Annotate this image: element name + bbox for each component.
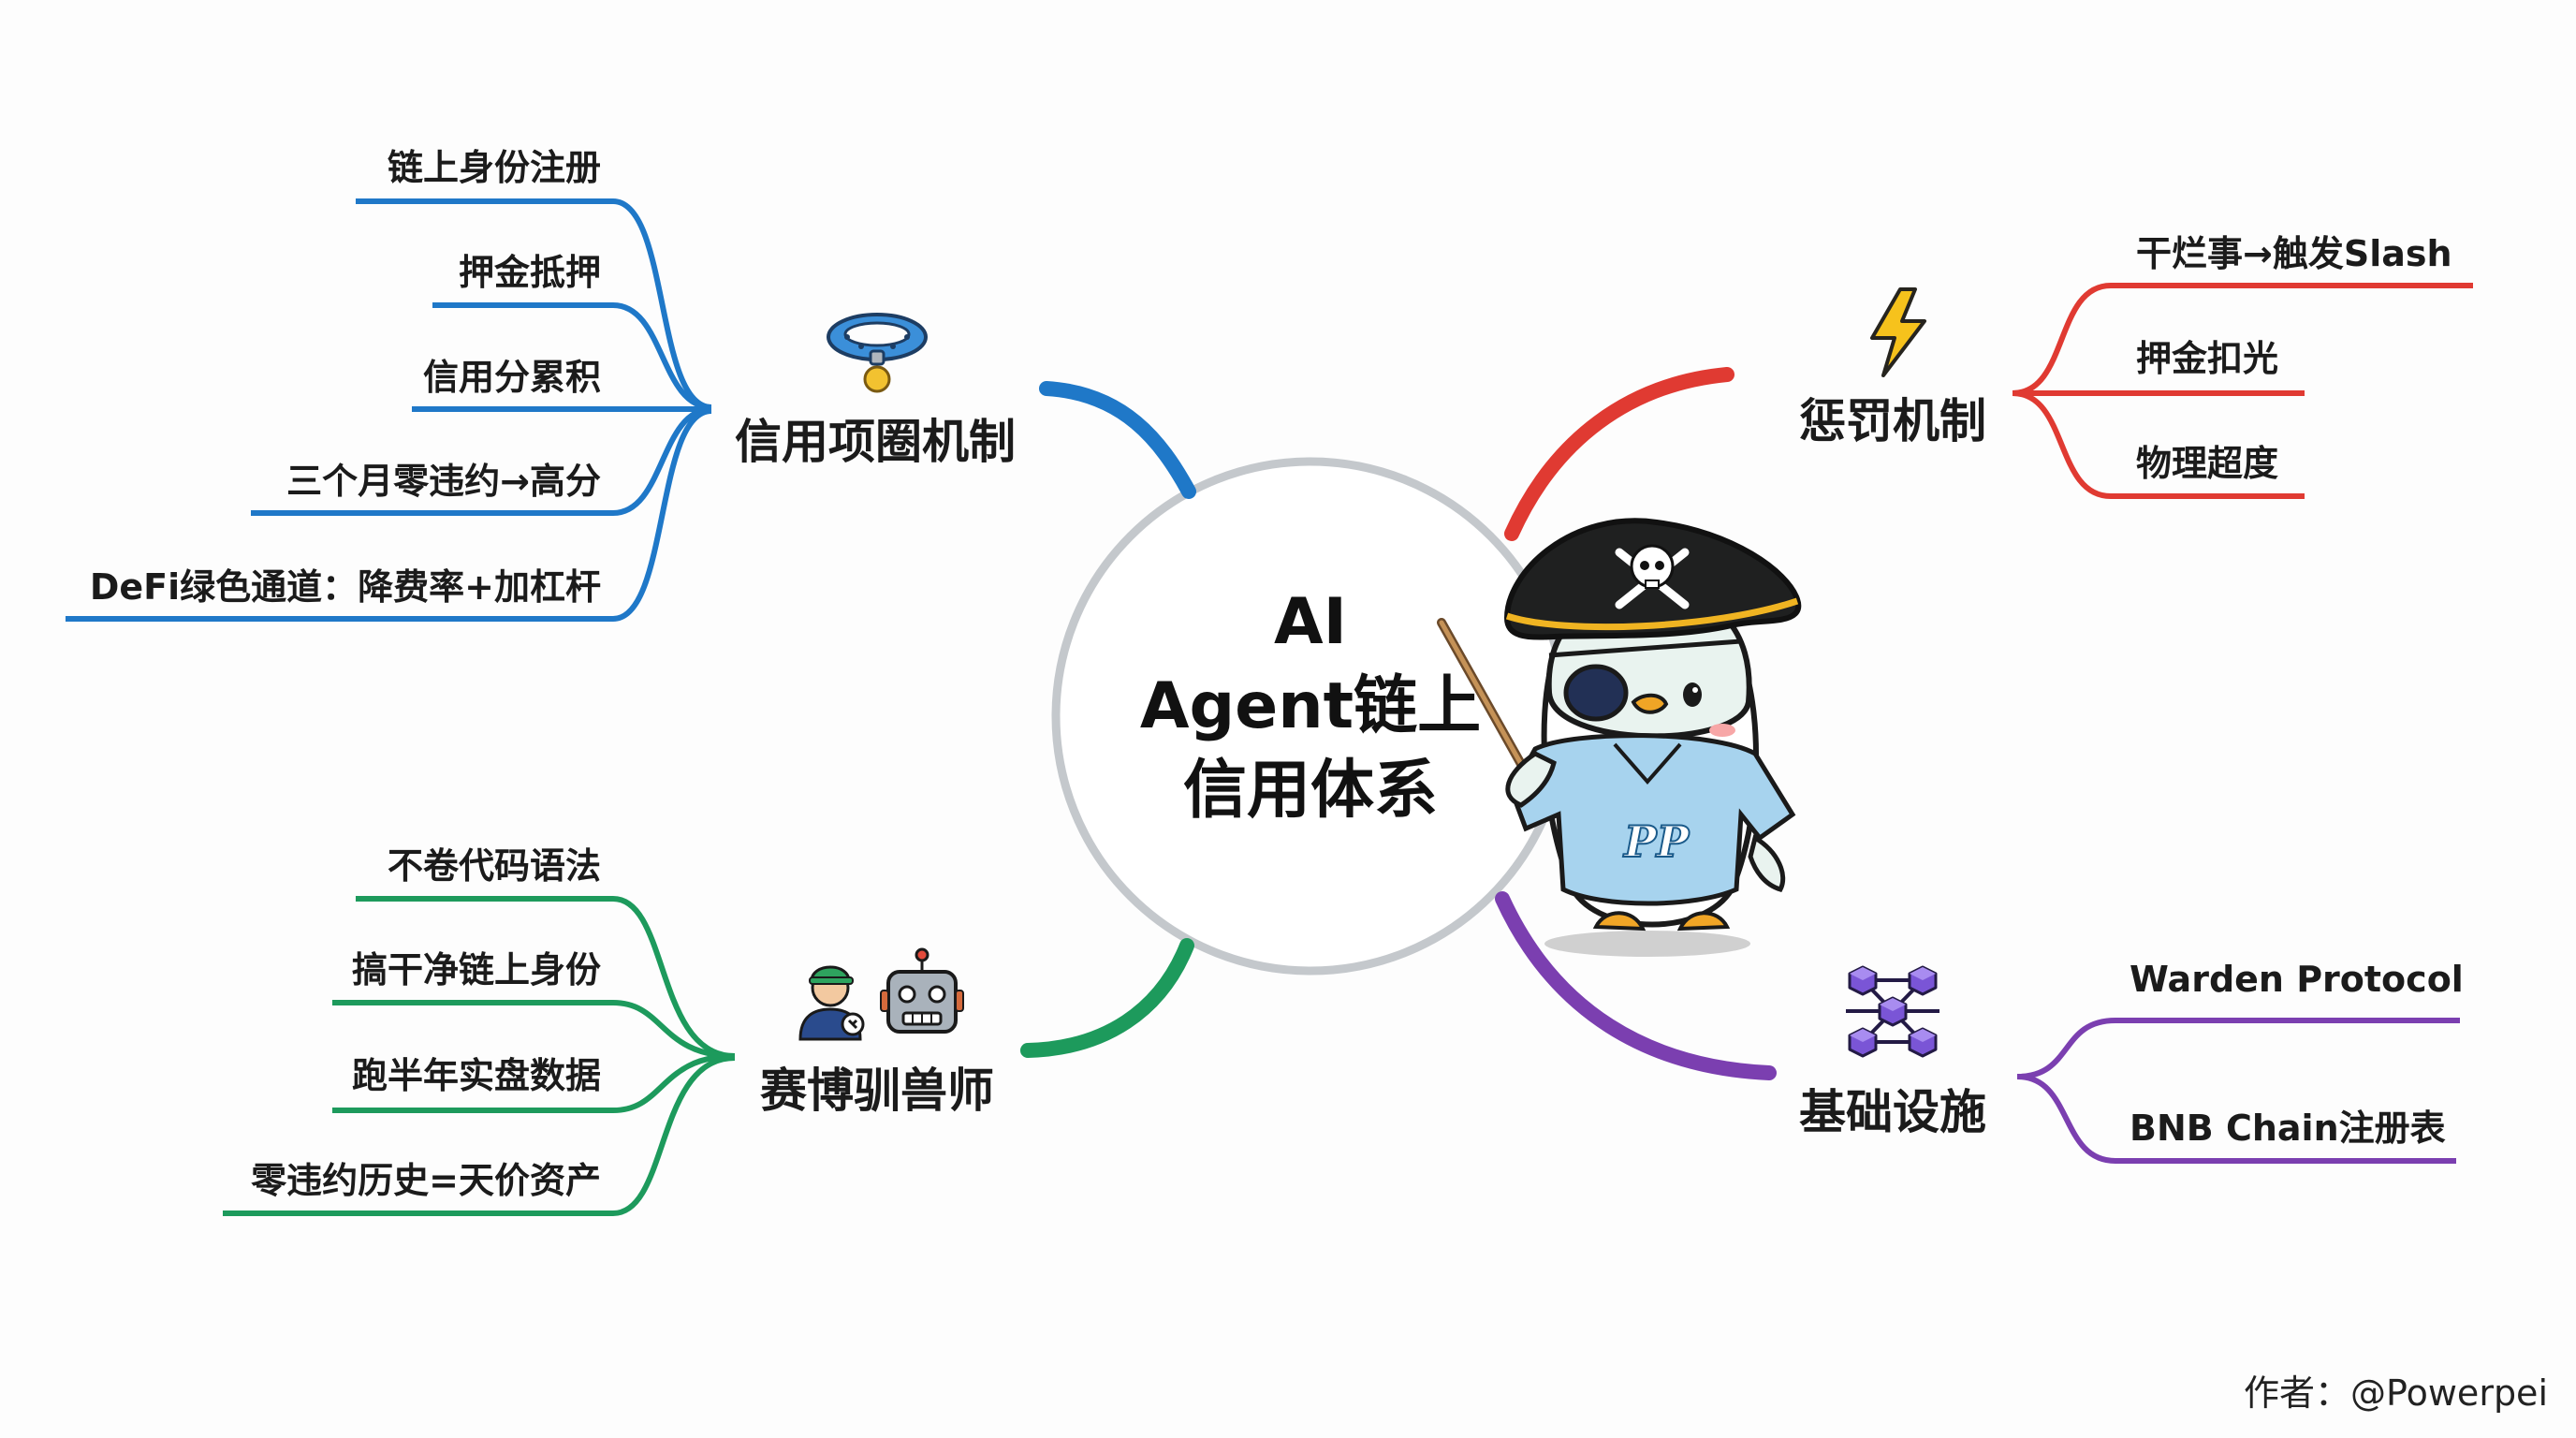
branch-curve-penalty xyxy=(1504,367,1734,541)
robot-icon xyxy=(880,947,964,1034)
collar-item-1: 链上身份注册 xyxy=(387,147,601,188)
penalty-item-2: 押金扣光 xyxy=(2136,338,2279,379)
infra-item-2: BNB Chain注册表 xyxy=(2130,1108,2446,1149)
tamer-item-3: 跑半年实盘数据 xyxy=(351,1055,601,1096)
branch-curve-collar xyxy=(1039,381,1196,499)
author-credit: 作者：@Powerpei xyxy=(2244,1372,2548,1414)
infra-item-1: Warden Protocol xyxy=(2130,959,2464,1000)
branch-curve-infra xyxy=(1495,891,1777,1080)
tamer-person-icon xyxy=(798,965,865,1041)
tamer-item-1: 不卷代码语法 xyxy=(387,845,601,887)
collar-item-2: 押金抵押 xyxy=(458,252,601,293)
branch-title-infra: 基础设施 xyxy=(1799,1085,1986,1139)
penalty-item-3: 物理超度 xyxy=(2136,443,2279,484)
collar-leaf-connectors xyxy=(66,198,712,622)
shirt-logo-text: PP xyxy=(1622,816,1690,867)
collar-item-4: 三个月零违约→高分 xyxy=(286,461,601,502)
collar-item-5: DeFi绿色通道：降费率+加杠杆 xyxy=(89,566,601,608)
penalty-leaf-connectors xyxy=(2012,283,2473,499)
tamer-item-4: 零违约历史=天价资产 xyxy=(251,1160,601,1201)
center-title: AI Agent链上 信用体系 xyxy=(1095,580,1526,833)
branch-title-penalty: 惩罚机制 xyxy=(1799,394,1986,448)
skull-crossbones-icon xyxy=(1615,544,1690,609)
center-title-line-3: 信用体系 xyxy=(1182,754,1438,828)
collar-item-3: 信用分累积 xyxy=(422,357,601,398)
center-title-line-1: AI xyxy=(1274,585,1347,659)
infra-leaf-connectors xyxy=(2016,1018,2460,1164)
center-title-line-2: Agent链上 xyxy=(1139,669,1482,743)
pirate-penguin-icon: PP xyxy=(1437,518,1802,957)
tamer-and-robot-icon xyxy=(798,947,964,1041)
penalty-item-1: 干烂事→触发Slash xyxy=(2136,233,2452,274)
branch-title-tamer: 赛博驯兽师 xyxy=(760,1064,994,1118)
tamer-leaf-connectors xyxy=(223,896,736,1216)
branch-title-collar: 信用项圈机制 xyxy=(735,415,1016,469)
tamer-item-2: 搞干净链上身份 xyxy=(351,949,601,990)
blockchain-cubes-icon xyxy=(1846,965,1939,1058)
lightning-icon xyxy=(1870,287,1926,377)
branch-curve-tamer xyxy=(1020,938,1194,1058)
dog-collar-icon xyxy=(827,313,928,393)
